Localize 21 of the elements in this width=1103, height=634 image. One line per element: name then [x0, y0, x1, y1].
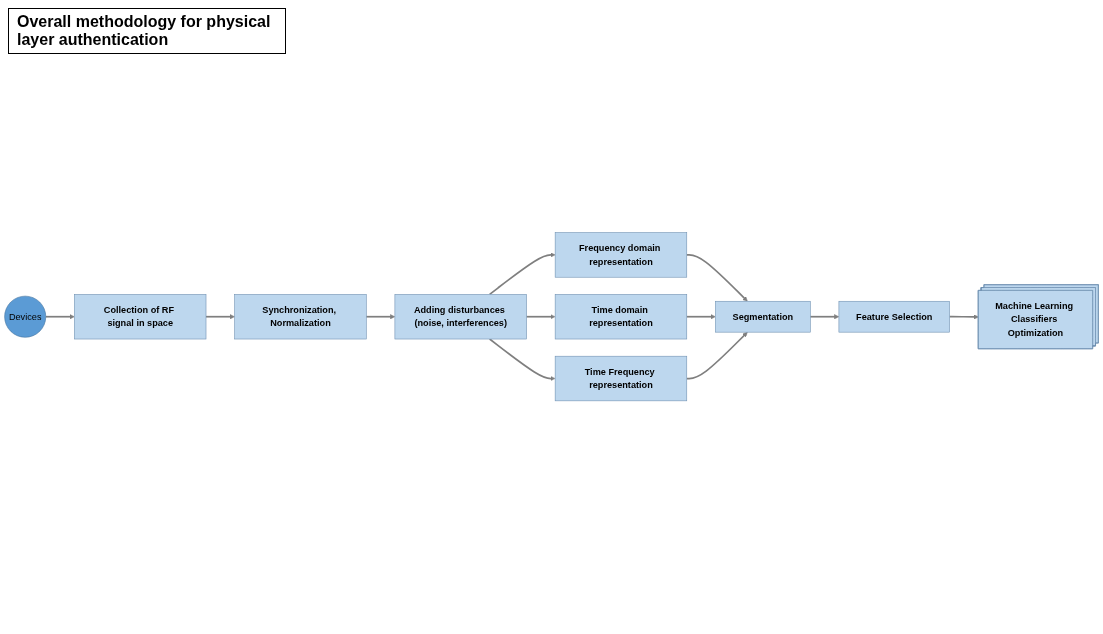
node-box: Segmentation — [715, 301, 811, 333]
node-box: Collection of RF signal in space — [74, 294, 207, 340]
node-box: Adding disturbances (noise, interferences) — [394, 294, 527, 340]
arrow — [685, 254, 748, 302]
arrow — [685, 314, 716, 320]
node-box: Time domain representation — [554, 294, 688, 340]
arrow — [488, 252, 556, 296]
node-box: Synchronization, Normalization — [234, 294, 367, 340]
arrow — [365, 314, 396, 320]
node-circle: Devices — [4, 296, 47, 338]
arrow — [809, 314, 840, 320]
node-box: Time Frequency representation — [554, 356, 688, 402]
arrow — [205, 314, 235, 320]
arrow — [685, 332, 748, 380]
arrow — [488, 338, 556, 382]
arrow — [525, 314, 556, 320]
arrow — [44, 314, 75, 320]
arrow — [948, 314, 979, 320]
node-box: Frequency domain representation — [554, 232, 688, 278]
node-box: Feature Selection — [838, 301, 950, 333]
title: Overall methodology for physical layer authentication — [8, 8, 286, 54]
